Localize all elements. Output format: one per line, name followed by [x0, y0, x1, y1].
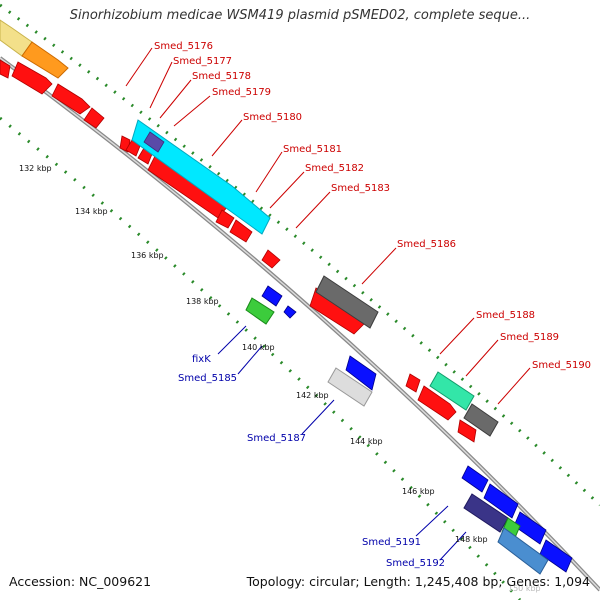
gene-red-j[interactable] [229, 219, 253, 243]
gene-red-i[interactable] [215, 209, 235, 229]
gene-blue-a[interactable] [261, 285, 283, 307]
label-smed-5178[interactable]: Smed_5178 [192, 71, 251, 82]
tick-label: 144 kbp [350, 437, 383, 446]
feature-navy [463, 493, 509, 533]
label-smed-5190[interactable]: Smed_5190 [532, 360, 591, 371]
label-smed-5180[interactable]: Smed_5180 [243, 112, 302, 123]
feature-cyan [131, 119, 271, 235]
forward-label-group: Smed_5176 Smed_5177 Smed_5178 Smed_5179 … [154, 41, 591, 371]
feature-purple [143, 131, 165, 153]
tick-label: 140 kbp [242, 343, 275, 352]
feature-gray-1 [315, 275, 379, 329]
inner-dotted-track [0, 116, 522, 600]
forward-genes [0, 59, 477, 443]
label-fixk[interactable]: fixK [192, 354, 211, 365]
gene-red-n[interactable] [417, 385, 457, 421]
tick-label: 136 kbp [131, 251, 164, 260]
tick-label: 132 kbp [19, 164, 52, 173]
gene-red-a[interactable] [0, 59, 11, 79]
tick-label: 150 kbp [508, 584, 541, 593]
label-smed-5179[interactable]: Smed_5179 [212, 87, 271, 98]
feature-lightgray [327, 367, 373, 407]
label-smed-5191[interactable]: Smed_5191 [362, 537, 421, 548]
gene-blue-b[interactable] [283, 305, 297, 319]
tick-label: 146 kbp [402, 487, 435, 496]
gene-red-o[interactable] [457, 419, 477, 443]
gene-red-b[interactable] [11, 61, 53, 95]
feature-steelblue [497, 527, 549, 575]
tick-label: 134 kbp [75, 207, 108, 216]
label-smed-5183[interactable]: Smed_5183 [331, 183, 390, 194]
backbone-inner [0, 57, 600, 591]
gene-blue-f[interactable] [513, 511, 547, 545]
gene-red-k[interactable] [261, 249, 281, 269]
tick-label: 148 kbp [455, 535, 488, 544]
tick-label-group: 132 kbp 134 kbp 136 kbp 138 kbp 140 kbp … [19, 164, 541, 593]
label-smed-5181[interactable]: Smed_5181 [283, 144, 342, 155]
label-smed-5185[interactable]: Smed_5185 [178, 373, 237, 384]
label-smed-5192[interactable]: Smed_5192 [386, 558, 445, 569]
label-smed-5176[interactable]: Smed_5176 [154, 41, 213, 52]
gene-red-d[interactable] [83, 107, 105, 129]
label-smed-5187[interactable]: Smed_5187 [247, 433, 306, 444]
label-smed-5186[interactable]: Smed_5186 [397, 239, 456, 250]
gene-blue-d[interactable] [461, 465, 489, 493]
gene-blue-c[interactable] [345, 355, 377, 391]
accession-text: Accession: NC_009621 [9, 574, 152, 589]
gene-red-c[interactable] [51, 83, 91, 115]
label-smed-5188[interactable]: Smed_5188 [476, 310, 535, 321]
outer-dotted-track [0, 3, 600, 507]
reverse-leaders [217, 325, 467, 561]
genome-summary-text: Topology: circular; Length: 1,245,408 bp… [246, 574, 590, 589]
forward-leaders [125, 47, 531, 405]
gene-red-m[interactable] [405, 373, 421, 393]
label-smed-5177[interactable]: Smed_5177 [173, 56, 232, 67]
tick-label: 138 kbp [186, 297, 219, 306]
label-smed-5182[interactable]: Smed_5182 [305, 163, 364, 174]
reverse-label-group: fixK Smed_5185 Smed_5187 Smed_5191 Smed_… [178, 354, 445, 569]
feature-gray-2 [463, 403, 499, 437]
feature-mint [429, 371, 475, 411]
gene-blue-e[interactable] [483, 483, 519, 519]
feature-orange [21, 41, 69, 79]
tick-label: 142 kbp [296, 391, 329, 400]
label-smed-5189[interactable]: Smed_5189 [500, 332, 559, 343]
feature-green [245, 297, 275, 325]
reverse-genes [261, 285, 573, 573]
map-title: Sinorhizobium medicae WSM419 plasmid pSM… [69, 8, 531, 23]
gene-blue-g[interactable] [539, 539, 573, 573]
